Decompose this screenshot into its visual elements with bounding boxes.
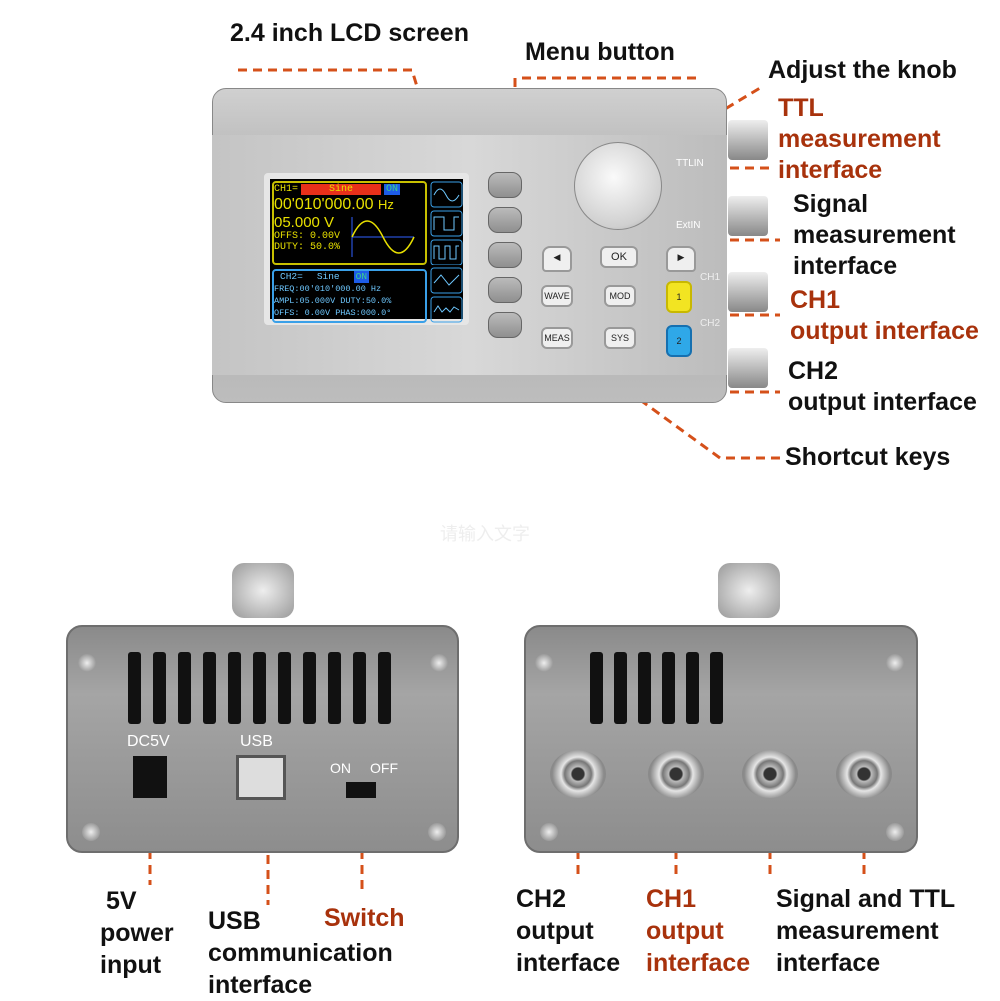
waveform-softkey-column (430, 181, 463, 323)
ch2-frequency: FREQ:00'010'000.00 Hz (274, 284, 382, 294)
ch2-amplitude: AMPL:05.000V DUTY:50.0% (274, 296, 392, 306)
left-arrow-icon: ◀ (553, 252, 561, 262)
ch1-wave: Sine (301, 184, 382, 195)
off-mark: OFF (370, 760, 398, 776)
knob-top-right (718, 563, 780, 618)
dc-power-jack (133, 756, 167, 798)
sine-preview (351, 217, 415, 257)
ok-button[interactable]: OK (600, 246, 638, 268)
label-switch: Switch (324, 904, 405, 932)
sine-wave-icon (430, 181, 463, 208)
ch2-bnc-connector (728, 348, 768, 388)
meas-button[interactable]: MEAS (541, 327, 573, 349)
ch1-mark: CH1 (700, 272, 721, 283)
ch2-offset: OFFS: 0.00V PHAS:000.0° (274, 308, 392, 318)
extra-bnc (836, 750, 892, 798)
right-arrow-button[interactable]: ▶ (666, 246, 696, 272)
ch1-label: CH1= (274, 184, 299, 195)
menu-button-2[interactable] (488, 207, 522, 233)
ttl-bnc-connector (728, 120, 768, 160)
hz-unit: Hz (378, 197, 394, 212)
sys-button[interactable]: SYS (604, 327, 636, 349)
ch1-bnc (648, 750, 704, 798)
ch1-offset: OFFS: 0.00V (274, 231, 341, 242)
menu-button-1[interactable] (488, 172, 522, 198)
extin-mark: ExtIN (676, 220, 701, 231)
right-arrow-icon: ▶ (677, 252, 685, 262)
knob-top-left (232, 563, 294, 618)
ch1-on-badge: ON (384, 184, 401, 195)
left-arrow-button[interactable]: ◀ (542, 246, 572, 272)
adjust-knob[interactable] (574, 142, 662, 230)
dc5v-mark: DC5V (127, 733, 170, 750)
signal-ttl-bnc (742, 750, 798, 798)
pulse-wave-icon (430, 239, 463, 266)
ch1-duty: DUTY: 50.0% (274, 242, 341, 253)
menu-button-4[interactable] (488, 277, 522, 303)
watermark: 请输入文字 (440, 524, 530, 544)
power-switch[interactable] (346, 782, 376, 798)
mod-label: MOD (609, 291, 631, 301)
meas-label: MEAS (544, 333, 570, 343)
ch1-button[interactable]: 1 (666, 281, 692, 313)
mod-button[interactable]: MOD (604, 285, 636, 307)
wave-label: WAVE (544, 291, 570, 301)
signal-bnc-connector (728, 196, 768, 236)
ch2-key-label: 2 (676, 336, 682, 346)
ch1-key-label: 1 (676, 292, 682, 302)
triangle-wave-icon (430, 267, 463, 294)
lcd-screen: CH1= Sine ON 00'010'000.00 Hz 05.000 V O… (264, 173, 469, 325)
ch2-button[interactable]: 2 (666, 325, 692, 357)
sys-label: SYS (610, 333, 629, 343)
menu-button-3[interactable] (488, 242, 522, 268)
ch1-amplitude: 05.000 V (274, 214, 335, 231)
ch2-bnc (550, 750, 606, 798)
usb-mark: USB (240, 733, 273, 750)
label-shortcut: Shortcut keys (785, 443, 951, 471)
ch2-label: CH2= (280, 271, 303, 282)
on-mark: ON (330, 760, 351, 776)
ch2-mark: CH2 (700, 318, 721, 329)
label-menu: Menu button (525, 38, 675, 66)
ttlin-mark: TTLIN (676, 158, 704, 169)
usb-b-port (236, 755, 286, 800)
menu-button-5[interactable] (488, 312, 522, 338)
ok-label: OK (611, 251, 627, 263)
ch2-on-badge: ON (353, 271, 370, 283)
ch1-frequency: 00'010'000.00 (274, 196, 374, 213)
label-lcd: 2.4 inch LCD screen (230, 19, 469, 47)
wave-button[interactable]: WAVE (541, 285, 573, 307)
ch2-wave: Sine (316, 271, 340, 282)
ch1-bnc-connector (728, 272, 768, 312)
arbitrary-wave-icon (430, 296, 463, 323)
square-wave-icon (430, 210, 463, 237)
label-knob: Adjust the knob (768, 56, 957, 84)
